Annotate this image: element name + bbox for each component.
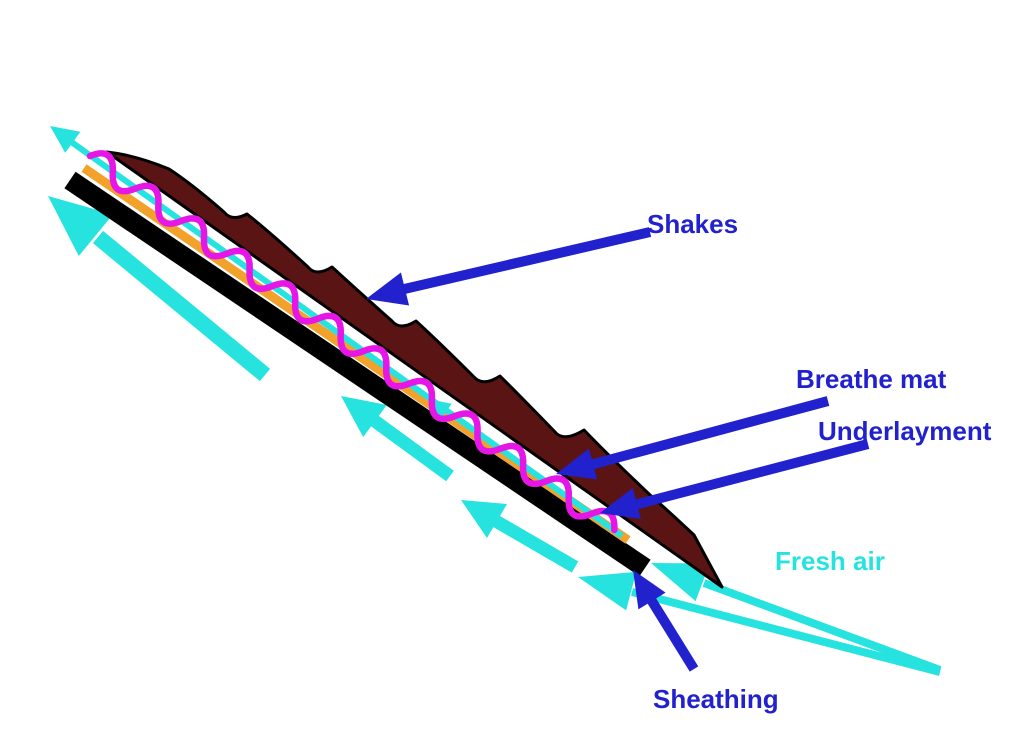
fresh-air-arrow-2-shaft [702, 579, 942, 674]
shakes-pointer-head [366, 272, 410, 306]
shakes-layer [105, 150, 724, 589]
sheathing-pointer-shaft [645, 595, 699, 672]
breathe-mat-label: Breathe mat [796, 364, 947, 394]
underlayment-pointer-shaft [632, 439, 870, 510]
underlayment-label: Underlayment [818, 416, 992, 446]
breathe-mat-pointer-shaft [588, 396, 830, 470]
fresh-air-arrow-1-shaft [630, 588, 942, 676]
sheathing-label: Sheathing [653, 684, 779, 714]
annotation-arrows [366, 227, 870, 672]
channel-air-line [68, 138, 624, 539]
under-deck-airflow [48, 196, 579, 573]
fresh-air-intake [578, 563, 942, 676]
under-deck-arrow-lower-shaft [490, 514, 579, 573]
fresh-air-arrow-2-head [651, 563, 710, 602]
channel-air-ridge-head [50, 126, 81, 153]
breathe-mat-wave [86, 150, 618, 534]
under-deck-arrow-lower-head [461, 500, 507, 538]
fresh-air-arrow-1-head [578, 571, 637, 611]
under-deck-arrow-large-head [48, 196, 113, 256]
under-deck-arrow-mid-head [341, 396, 387, 438]
under-deck-arrow-large-shaft [92, 230, 271, 382]
shakes-label: Shakes [647, 209, 738, 239]
sheathing-layer [64, 171, 651, 577]
shakes-pointer-shaft [398, 227, 652, 295]
fresh-air-label: Fresh air [775, 546, 885, 576]
sheathing-pointer-head [633, 570, 666, 610]
under-deck-arrow-mid-shaft [368, 413, 454, 482]
breathe-mat-pointer-head [556, 448, 598, 480]
underlayment-pointer-head [600, 488, 641, 519]
